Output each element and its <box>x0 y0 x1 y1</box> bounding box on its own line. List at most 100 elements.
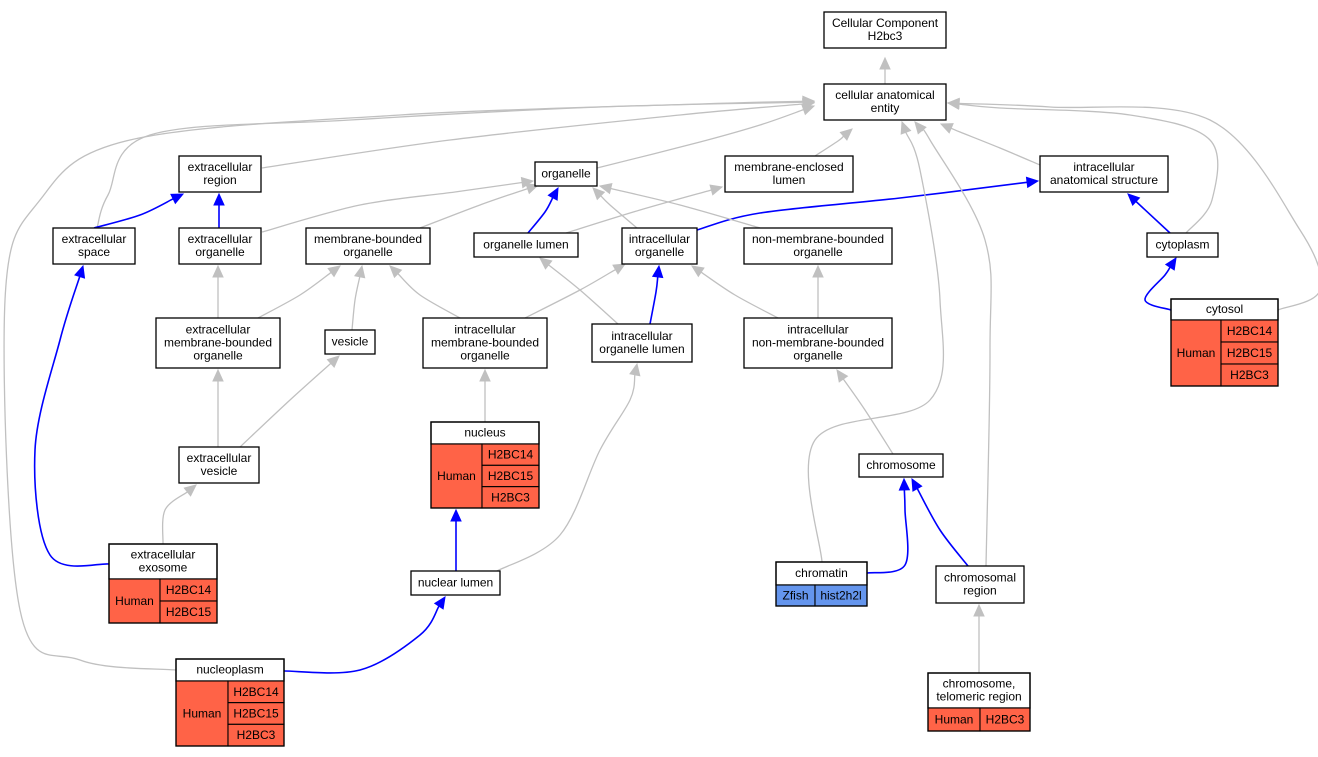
node-outline <box>775 561 868 607</box>
edge-chromatin-to-chromosome <box>866 477 911 574</box>
node-nuclearlumen[interactable]: nuclear lumen <box>410 570 501 596</box>
term-label: cytoplasm <box>1155 238 1209 252</box>
term-label: extracellular <box>186 323 251 337</box>
edge-ico-to-organelle <box>592 187 638 229</box>
arrowhead <box>327 265 341 278</box>
is-a-edge <box>842 378 894 455</box>
gene-label: H2BC3 <box>986 713 1025 727</box>
term-box <box>935 565 1025 604</box>
arrowhead <box>839 128 853 141</box>
is-a-edge <box>600 195 638 229</box>
edge-ecmbo-to-mbo <box>257 265 341 319</box>
arrowhead <box>898 477 911 491</box>
arrowhead <box>598 183 613 195</box>
term-label: organelle <box>193 349 243 363</box>
arrowhead <box>690 265 705 278</box>
arrowhead <box>946 97 960 110</box>
arrowhead <box>651 264 664 279</box>
edge-ecorg-to-ecregion <box>213 192 225 228</box>
is-a-edge <box>239 362 332 448</box>
term-label: region <box>203 173 236 187</box>
arrowhead <box>592 187 606 201</box>
node-outline <box>1170 298 1279 387</box>
term-label: intracellular <box>629 232 690 246</box>
arrowhead <box>539 257 553 270</box>
edge-icol-to-orglumen <box>539 257 619 325</box>
term-label: organelle <box>793 349 843 363</box>
species-cell <box>430 443 483 509</box>
part-of-edge <box>649 276 659 325</box>
gene-label: H2BC14 <box>233 685 279 699</box>
term-box <box>591 323 693 363</box>
term-box <box>324 329 376 355</box>
arrowhead <box>911 477 923 492</box>
edge-cae-to-root <box>879 56 891 84</box>
edge-ecmbo-to-ecorg <box>212 264 224 318</box>
gene-label: H2BC15 <box>1227 346 1273 360</box>
node-cytoplasm[interactable]: cytoplasm <box>1146 232 1219 258</box>
gene-label: H2BC14 <box>166 583 212 597</box>
edge-ecspace-to-ecregion <box>93 193 185 229</box>
species-label: Human <box>115 594 154 608</box>
arrowhead <box>973 603 985 617</box>
node-organelle[interactable]: organelle <box>534 161 598 187</box>
edge-nucleoplasm-to-cae <box>3 95 816 671</box>
arrowhead <box>1164 256 1177 271</box>
term-label: organelle <box>460 349 510 363</box>
gene-label: H2BC3 <box>237 728 276 742</box>
term-label: extracellular <box>188 160 253 174</box>
term-label: chromosomal <box>944 571 1016 585</box>
is-a-edge <box>807 132 945 563</box>
edge-icol-to-ico <box>649 264 664 325</box>
arrowhead <box>939 123 954 134</box>
node-chromosome[interactable]: chromosome <box>858 453 944 478</box>
node-vesicle[interactable]: vesicle <box>324 329 376 355</box>
is-a-edge <box>958 103 1219 234</box>
is-a-edge <box>161 491 188 545</box>
term-box <box>1146 232 1219 258</box>
arrowhead <box>433 595 446 610</box>
node-icnmbo[interactable]: intracellularnon-membrane-boundedorganel… <box>743 317 893 369</box>
edge-icmbo-to-ico <box>524 263 627 319</box>
arrowhead <box>326 355 340 368</box>
edge-organelle-to-cae <box>596 104 816 169</box>
term-label: organelle <box>195 245 245 259</box>
arrowhead <box>1025 176 1040 189</box>
term-label: nuclear lumen <box>418 576 493 590</box>
term-label: intracellular <box>611 329 672 343</box>
edge-ecvesicle-to-ecmbo <box>212 368 224 447</box>
term-box <box>155 317 281 369</box>
term-label: intracellular <box>454 323 515 337</box>
part-of-edge <box>283 605 440 674</box>
gene-label: H2BC14 <box>488 448 534 462</box>
edge-cytosol-to-cytoplasm <box>1144 256 1177 311</box>
term-label: telomeric region <box>936 690 1021 704</box>
node-orglumen[interactable]: organelle lumen <box>473 232 579 258</box>
arrowhead <box>802 95 816 108</box>
term-label: intracellular <box>787 323 848 337</box>
term-label: extracellular <box>131 548 196 562</box>
term-label: Cellular Component <box>832 16 939 30</box>
